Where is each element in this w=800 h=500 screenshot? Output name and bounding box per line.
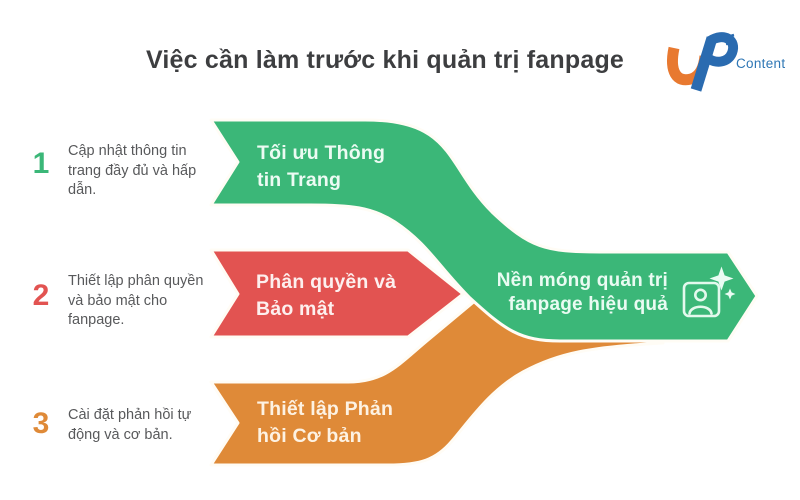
result-label-line: fanpage hiệu quả bbox=[508, 294, 668, 315]
step-description-1: Cập nhật thông tin trang đầy đủ và hấp d… bbox=[68, 142, 210, 201]
step-description-3-line: động và cơ bản. bbox=[68, 426, 173, 443]
band-label-2-line: Bảo mật bbox=[256, 298, 335, 320]
step-description-1-line: trang đầy đủ và hấp bbox=[68, 162, 197, 179]
step-description-3-line: Cài đặt phản hồi tự bbox=[68, 407, 192, 423]
band-label-2-line: Phân quyền và bbox=[256, 271, 397, 293]
step-description-2: Thiết lập phân quyền và bảo mật cho fanp… bbox=[68, 272, 210, 331]
logo-text: Content bbox=[736, 56, 786, 71]
step-description-3: Cài đặt phản hồi tự động và cơ bản. bbox=[68, 406, 210, 445]
band-label-1: Tối ưu Thông tin Trang bbox=[257, 140, 385, 194]
result-label-line: Nền móng quản trị bbox=[496, 270, 668, 291]
user-badge-icon bbox=[682, 281, 721, 318]
step-number-1: 1 bbox=[32, 147, 50, 180]
arrow-band-red bbox=[209, 248, 465, 339]
jp-logo-icon bbox=[667, 32, 739, 92]
band-label-3-line: Thiết lập Phản bbox=[257, 398, 394, 420]
step-description-1-line: Cập nhật thông tin bbox=[68, 143, 187, 159]
band-label-2: Phân quyền và Bảo mật bbox=[256, 269, 396, 323]
page-title: Việc cần làm trước khi quản trị fanpage bbox=[145, 46, 625, 74]
step-number-2: 2 bbox=[32, 279, 50, 312]
step-description-2-line: Thiết lập phân quyền bbox=[68, 273, 204, 289]
band-label-1-line: tin Trang bbox=[257, 169, 342, 191]
step-description-2-line: và bảo mật cho bbox=[68, 292, 168, 309]
band-label-3: Thiết lập Phản hồi Cơ bản bbox=[257, 396, 393, 450]
step-description-2-line: fanpage. bbox=[68, 312, 125, 328]
sparkle-icon bbox=[709, 266, 736, 300]
step-description-1-line: dẫn. bbox=[68, 182, 97, 198]
logo: Content bbox=[660, 26, 790, 96]
band-label-3-line: hồi Cơ bản bbox=[257, 425, 362, 447]
result-label: Nền móng quản trị fanpage hiệu quả bbox=[398, 269, 668, 317]
band-label-1-line: Tối ưu Thông bbox=[257, 142, 386, 164]
step-number-3: 3 bbox=[32, 407, 50, 440]
arrow-band-green-result bbox=[209, 118, 759, 343]
